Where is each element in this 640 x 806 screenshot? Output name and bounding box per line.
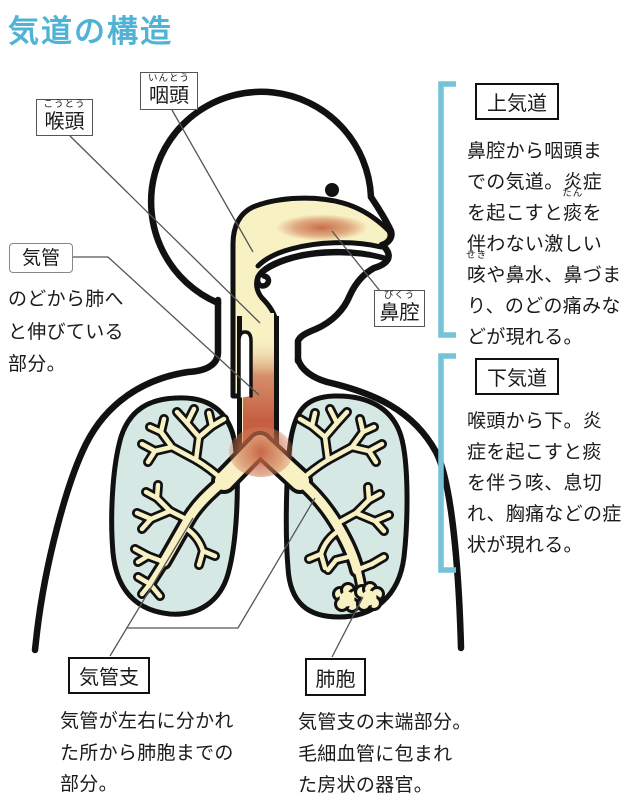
nasal-cavity-ruby: びくう (383, 290, 416, 301)
trachea-label: 気管 (21, 247, 60, 269)
alveoli-cluster (332, 581, 385, 613)
label-nasal-cavity: びくう鼻腔 (374, 290, 425, 327)
upper-airway-description: 鼻腔から咽頭ま での気道。炎症 を起こすとたん痰を 伴わない激しい せき咳や鼻水… (466, 141, 622, 348)
bronchus-description: 気管が左右に分かれ た所から肺胞までの 部分。 (60, 711, 234, 795)
alveolus-label: 肺胞 (315, 668, 356, 691)
upper-airway-heading: 上気道 (475, 83, 559, 120)
lower-airway-heading-text: 下気道 (487, 368, 547, 390)
larynx-label: 喉頭 (44, 111, 85, 133)
page-title: 気道の構造 (8, 14, 173, 49)
bronchus-label: 気管支 (79, 667, 139, 689)
eye (325, 183, 339, 197)
upper-airway-heading-text: 上気道 (487, 93, 547, 115)
larynx-ruby: こうとう (43, 99, 86, 110)
head-outline (147, 88, 375, 307)
left-lung (109, 395, 240, 617)
pharynx-label: 咽頭 (149, 85, 189, 107)
label-larynx: こうとう喉頭 (36, 99, 93, 136)
alveolus-description: 気管支の末端部分。 毛細血管に包まれ た房状の器官。 (298, 712, 472, 796)
label-bronchus: 気管支 (68, 657, 150, 694)
right-shoulder-outline (294, 355, 465, 652)
label-pharynx: いんとう咽頭 (140, 72, 198, 110)
upper-airway-bracket (438, 81, 456, 338)
pharynx-ruby: いんとう (147, 73, 191, 84)
label-trachea: 気管 (9, 243, 73, 273)
face-profile (294, 193, 395, 365)
leader-lines (69, 109, 381, 658)
esophagus-slit (237, 330, 253, 400)
label-alveolus: 肺胞 (305, 658, 366, 696)
tongue-curl-line (254, 248, 390, 289)
lower-airway-bracket (438, 353, 456, 573)
palate-line (255, 240, 384, 269)
nasal-inflammation (276, 213, 368, 241)
lower-airway-heading: 下気道 (475, 358, 559, 395)
trachea-description: のどから肺へ と伸びている 部分。 (8, 289, 124, 375)
bifurcation-inflammation (229, 427, 293, 477)
nasal-cavity-label: 鼻腔 (379, 302, 420, 324)
left-shoulder-outline (31, 296, 222, 654)
lower-airway-description: 喉頭から下。炎 症を起こすと痰 を伴う咳、息切 れ、胸痛などの症 状が現れる。 (467, 411, 622, 556)
